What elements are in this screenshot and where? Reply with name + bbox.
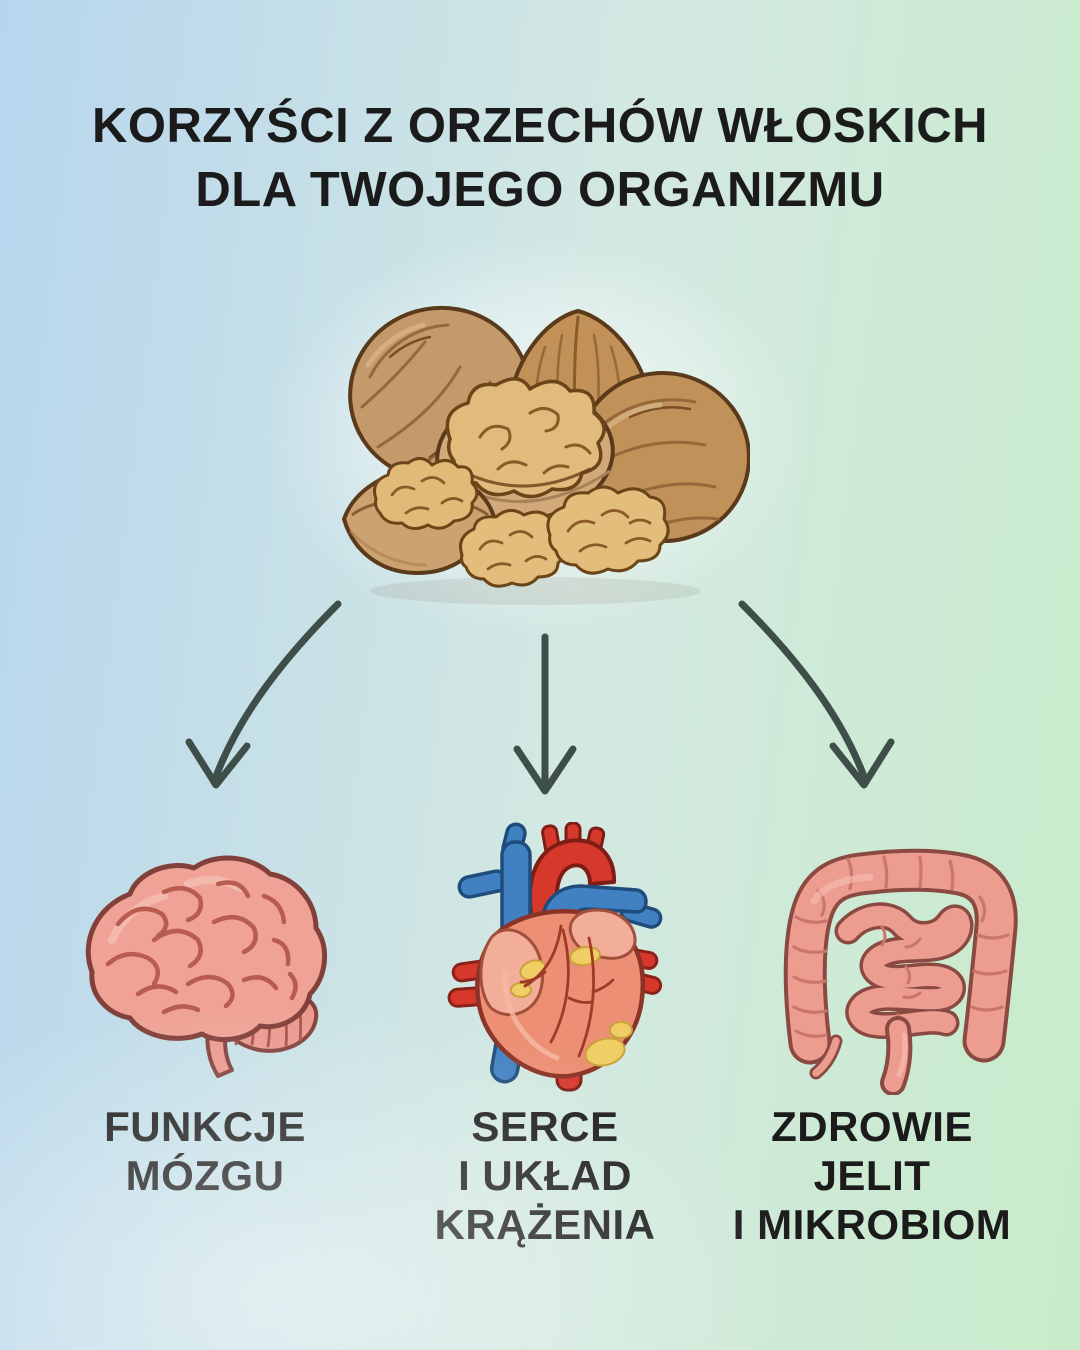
heart-illustration <box>447 822 663 1092</box>
cerebrum <box>85 855 328 1042</box>
walnut-half-shell <box>341 457 497 576</box>
walnuts-illustration <box>341 305 750 605</box>
small-intestine <box>834 902 974 1040</box>
walnut-shadow <box>370 577 700 605</box>
appendix <box>809 1034 843 1080</box>
rectum <box>880 1016 913 1095</box>
label-line: MÓZGU <box>125 1152 285 1199</box>
brain-illustration <box>85 855 328 1078</box>
title-line-1: KORZYŚCI Z ORZECHÓW WŁOSKICH <box>92 99 988 153</box>
label-line: SERCE <box>471 1103 619 1150</box>
title-line-2: DLA TWOJEGO ORGANIZMU <box>195 163 885 217</box>
colon <box>783 848 1018 1065</box>
arrows <box>185 600 895 795</box>
intestines-illustration <box>783 848 1018 1095</box>
heart-body <box>475 908 645 1079</box>
label-line: I UKŁAD <box>458 1152 632 1199</box>
walnut-cracked-with-kernel <box>435 377 615 522</box>
page-title: KORZYŚCI Z ORZECHÓW WŁOSKICH DLA TWOJEGO… <box>0 94 1080 222</box>
label-gut-microbiome: ZDROWIE JELIT I MIKROBIOM <box>697 1102 1047 1249</box>
label-line: I MIKROBIOM <box>732 1201 1012 1248</box>
label-line: JELIT <box>813 1152 931 1199</box>
label-line: FUNKCJE <box>104 1103 306 1150</box>
label-brain-functions: FUNKCJE MÓZGU <box>55 1102 355 1200</box>
brain-gyri <box>105 880 298 1015</box>
label-heart-circulation: SERCE I UKŁAD KRĄŻENIA <box>395 1102 695 1249</box>
arrow-to-heart <box>513 633 577 795</box>
haustra-creases <box>792 855 1010 1038</box>
label-line: KRĄŻENIA <box>434 1201 656 1248</box>
label-line: ZDROWIE <box>771 1103 973 1150</box>
arrow-to-gut <box>738 600 895 789</box>
walnut-kernel-right <box>546 485 670 575</box>
coronary-arteries <box>519 924 615 1058</box>
arrow-to-brain <box>185 600 342 789</box>
